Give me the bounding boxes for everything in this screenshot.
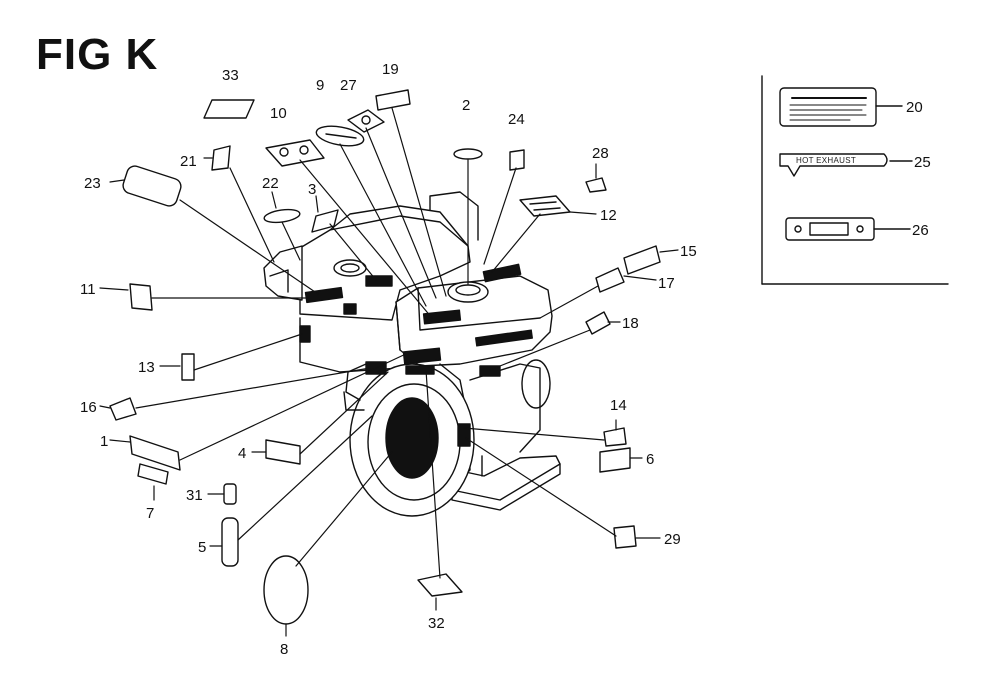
callout-16: 16 — [80, 399, 97, 416]
callout-33: 33 — [222, 67, 239, 84]
callout-15: 15 — [680, 243, 697, 260]
leader-lines — [135, 107, 617, 579]
callout-6: 6 — [646, 451, 654, 468]
engine-body-icon — [263, 191, 561, 517]
callout-24: 24 — [508, 111, 525, 128]
figure-title: FIG K — [36, 30, 159, 79]
callout-4: 4 — [238, 445, 246, 462]
callout-numbers: 33 10 9 27 19 2 24 28 21 23 22 3 12 15 1… — [80, 61, 931, 658]
decal-shapes — [109, 89, 661, 625]
callout-26: 26 — [912, 222, 929, 239]
callout-25: 25 — [914, 154, 931, 171]
callout-3: 3 — [308, 181, 316, 198]
callout-8: 8 — [280, 641, 288, 658]
serial-tag-icon — [785, 217, 911, 241]
callout-28: 28 — [592, 145, 609, 162]
callout-31: 31 — [186, 487, 203, 504]
callout-29: 29 — [664, 531, 681, 548]
callout-14: 14 — [610, 397, 627, 414]
callout-1: 1 — [100, 433, 108, 450]
callout-13: 13 — [138, 359, 155, 376]
inset-frame — [761, 75, 949, 285]
callout-19: 19 — [382, 61, 399, 78]
callout-27: 27 — [340, 77, 357, 94]
callout-32: 32 — [428, 615, 445, 632]
callout-21: 21 — [180, 153, 197, 170]
callout-12: 12 — [600, 207, 617, 224]
hot-exhaust-text: HOT EXHAUST — [796, 156, 856, 165]
callout-2: 2 — [462, 97, 470, 114]
callout-7: 7 — [146, 505, 154, 522]
callout-23: 23 — [84, 175, 101, 192]
hot-exhaust-tag-icon — [779, 153, 913, 177]
callout-5: 5 — [198, 539, 206, 556]
callout-17: 17 — [658, 275, 675, 292]
callout-9: 9 — [316, 77, 324, 94]
callout-18: 18 — [622, 315, 639, 332]
caution-plate-icon — [779, 87, 903, 127]
callout-10: 10 — [270, 105, 287, 122]
callout-22: 22 — [262, 175, 279, 192]
callout-20: 20 — [906, 99, 923, 116]
callout-11: 11 — [80, 281, 96, 298]
